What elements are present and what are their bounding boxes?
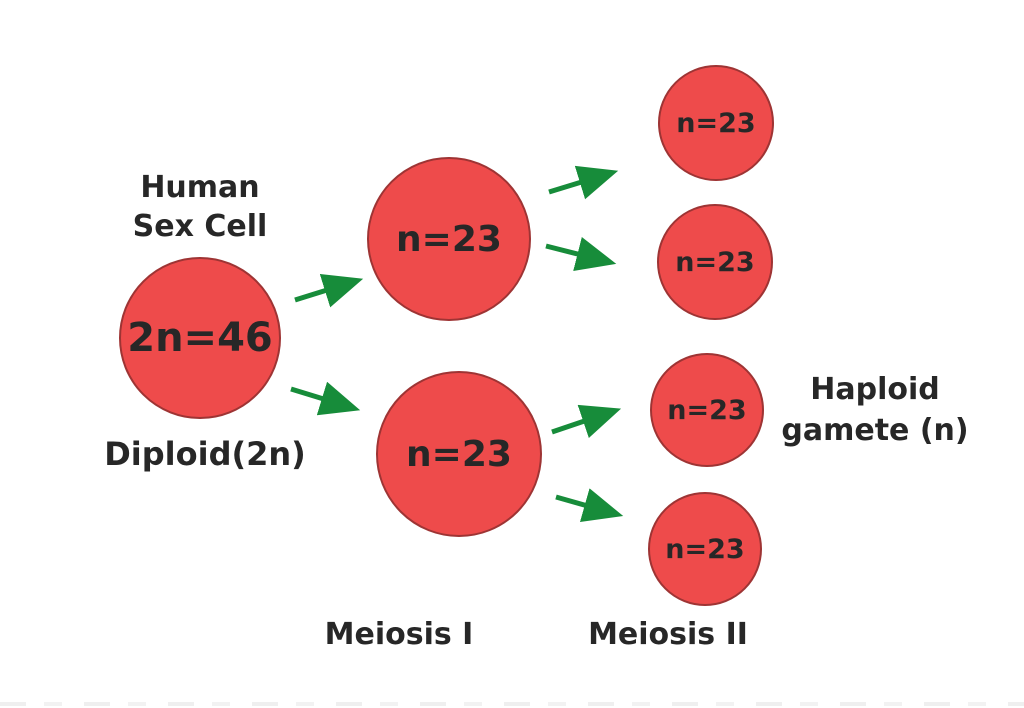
gamete-cell-4-label: n=23: [665, 533, 745, 565]
arrow-diploid-to-meiosis1-bottom: [290, 381, 361, 416]
arrow-meiosis1-top-to-gamete-2: [545, 237, 617, 271]
haploid-gamete-line1: Haploid: [810, 372, 940, 407]
arrow-meiosis1-top-to-gamete-1: [548, 165, 619, 200]
human-sex-cell-label: Human Sex Cell: [90, 168, 310, 246]
diploid-cell-label: 2n=46: [127, 315, 273, 361]
gamete-cell-4: n=23: [648, 492, 762, 606]
human-sex-cell-line2: Sex Cell: [132, 209, 268, 244]
gamete-cell-1-label: n=23: [676, 107, 756, 139]
diploid-cell: 2n=46: [119, 257, 281, 419]
meiosis2-stage-label: Meiosis II: [588, 617, 748, 652]
meiosis1-bottom-cell-label: n=23: [406, 433, 512, 475]
cropped-text-remnant: [0, 702, 1024, 706]
gamete-cell-2: n=23: [657, 204, 773, 320]
arrow-meiosis1-bottom-to-gamete-3: [551, 404, 622, 439]
haploid-gamete-label: Haploid gamete (n): [760, 369, 990, 451]
diploid-caption: Diploid(2n): [104, 435, 306, 473]
gamete-cell-3: n=23: [650, 353, 764, 467]
gamete-cell-2-label: n=23: [675, 246, 755, 278]
human-sex-cell-line1: Human: [140, 170, 260, 205]
meiosis1-top-cell: n=23: [367, 157, 531, 321]
meiosis1-bottom-cell: n=23: [376, 371, 542, 537]
arrow-diploid-to-meiosis1-top: [294, 273, 364, 308]
haploid-gamete-line2: gamete (n): [781, 413, 969, 448]
arrow-meiosis1-bottom-to-gamete-4: [555, 488, 624, 522]
gamete-cell-1: n=23: [658, 65, 774, 181]
gamete-cell-3-label: n=23: [667, 394, 747, 426]
meiosis1-top-cell-label: n=23: [396, 218, 502, 260]
meiosis1-stage-label: Meiosis I: [324, 617, 474, 652]
